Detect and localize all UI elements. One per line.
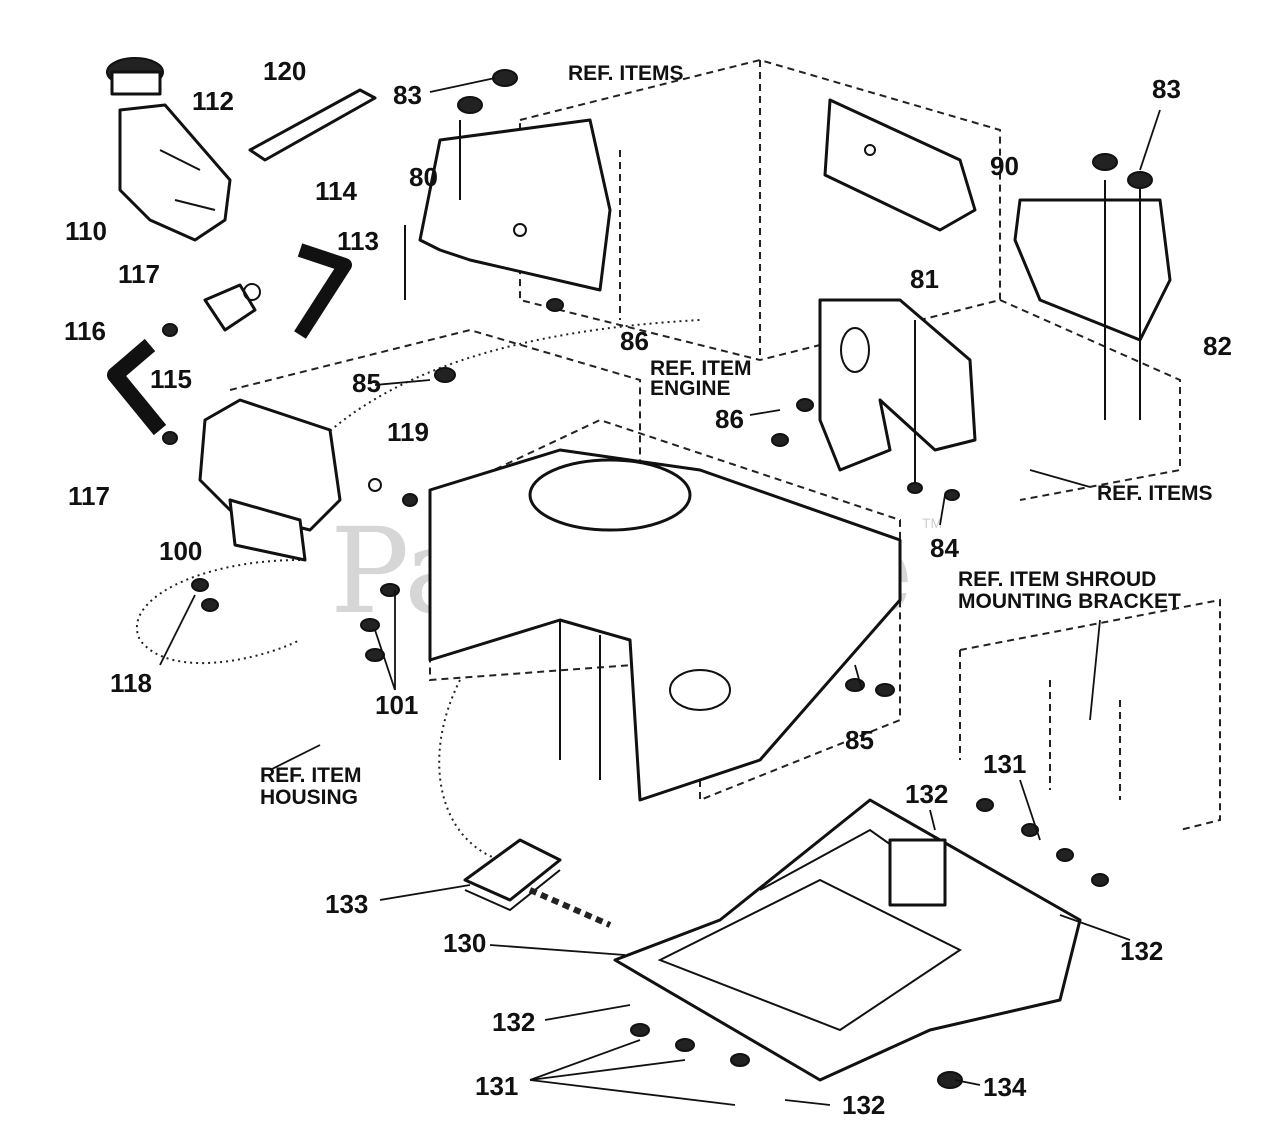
trademark-mark: TM [922,515,942,531]
fuel-cap [106,57,164,96]
part-label-113: 113 [337,226,379,256]
misc-fasteners [162,298,960,697]
ref-items-right-label: REF. ITEMS [1097,482,1213,505]
part-label-119: 119 [387,417,429,447]
part-label-86-lower: 86 [715,404,744,434]
screw-83-left [457,69,518,114]
shroud-81 [818,298,977,490]
fuel-tank [118,103,232,242]
bracket-80 [404,118,612,300]
base-plate [613,798,1082,1082]
part-label-132-bottom: 132 [842,1090,885,1120]
part-label-117-upper: 117 [118,259,160,289]
part-label-130: 130 [443,928,486,958]
screw-83-right [1092,153,1153,189]
part-label-81: 81 [910,264,939,294]
part-number-callouts: 112 120 83 83 80 114 90 110 113 117 81 1… [64,56,1232,1120]
part-label-86-upper: 86 [620,326,649,356]
part-label-101: 101 [375,690,418,720]
ref-items-top-label: REF. ITEMS [568,62,684,85]
part-label-132-right: 132 [1120,936,1163,966]
ref-item-housing-label-line1: REF. ITEM [260,764,362,787]
bottom-fasteners [630,798,1109,1089]
part-label-131-left: 131 [475,1071,518,1101]
ref-item-housing-label-line2: HOUSING [260,786,358,809]
control-box [888,838,947,907]
part-label-115: 115 [150,364,192,394]
part-label-83-right: 83 [1152,74,1181,104]
ref-item-engine-label-line1: REF. ITEM [650,357,752,380]
panel-82 [1013,180,1172,420]
part-label-132-left: 132 [492,1007,535,1037]
part-label-117-lower: 117 [68,481,110,511]
part-label-84: 84 [930,533,959,563]
part-label-112: 112 [192,86,234,116]
part-label-90: 90 [990,151,1019,181]
fuel-strap [248,88,377,162]
part-label-110: 110 [65,216,107,246]
fuel-line-upper [294,243,352,339]
part-label-118: 118 [110,668,152,698]
part-label-80: 80 [409,162,438,192]
reference-labels: REF. ITEMS REF. ITEMS REF. ITEM ENGINE R… [260,62,1213,809]
part-label-132-upper: 132 [905,779,948,809]
ref-item-engine-label-line2: ENGINE [650,377,731,400]
panel-90 [823,98,977,232]
engine-block [428,448,902,802]
ref-item-shroud-label-line2: MOUNTING BRACKET [958,590,1181,613]
shutoff-valve [203,283,261,332]
part-label-85-lower: 85 [845,725,874,755]
ref-item-shroud-label-line1: REF. ITEM SHROUD [958,568,1156,591]
foot-pad-133 [463,838,612,928]
part-label-82: 82 [1203,331,1232,361]
part-label-131-right: 131 [983,749,1026,779]
part-label-85-upper: 85 [352,368,381,398]
fuel-tank-bracket [198,398,382,562]
part-label-116: 116 [64,316,106,346]
part-label-133: 133 [325,889,368,919]
fuel-line-lower [107,338,167,436]
part-label-100: 100 [159,536,202,566]
part-label-83-left: 83 [393,80,422,110]
part-label-134: 134 [983,1072,1027,1102]
part-label-114: 114 [315,176,357,206]
part-label-120: 120 [263,56,306,86]
leader-lines [159,77,1161,1106]
